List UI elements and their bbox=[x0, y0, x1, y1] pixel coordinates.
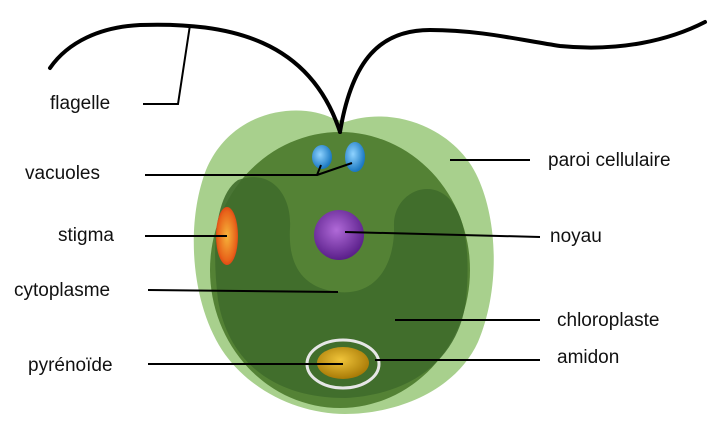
label-paroi-cellulaire: paroi cellulaire bbox=[548, 151, 671, 170]
label-amidon: amidon bbox=[557, 348, 619, 367]
nucleus bbox=[314, 210, 364, 260]
label-stigma: stigma bbox=[58, 226, 114, 245]
label-flagelle: flagelle bbox=[50, 94, 110, 113]
label-pyrenoide: pyrénoïde bbox=[28, 356, 113, 375]
label-chloroplaste: chloroplaste bbox=[557, 311, 659, 330]
flagellum-right bbox=[340, 22, 705, 132]
label-vacuoles: vacuoles bbox=[25, 164, 100, 183]
leader-flagelle bbox=[143, 25, 190, 104]
label-cytoplasme: cytoplasme bbox=[14, 281, 110, 300]
vacuole-1 bbox=[312, 145, 332, 169]
label-noyau: noyau bbox=[550, 227, 602, 246]
vacuole-2 bbox=[345, 142, 365, 172]
